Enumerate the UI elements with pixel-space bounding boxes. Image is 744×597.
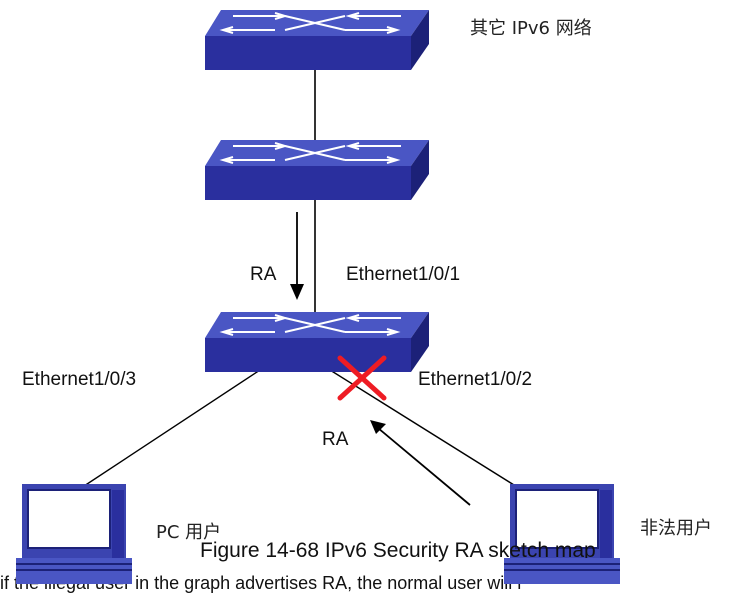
illegal-user-label: 非法用户 xyxy=(640,518,712,539)
port-left-label: Ethernet1/0/3 xyxy=(22,369,136,390)
ra-upper-label: RA xyxy=(250,264,277,285)
other-network-label: 其它 IPv6 网络 xyxy=(470,18,592,39)
figure-caption: Figure 14-68 IPv6 Security RA sketch map xyxy=(200,539,596,562)
ra-rogue-arrow-icon xyxy=(370,420,471,506)
port-right-label: Ethernet1/0/2 xyxy=(418,369,532,390)
pc-user-keyboard-overlay xyxy=(16,558,132,584)
link-access-switch-to-illegal-user xyxy=(329,369,531,496)
ra-downward-arrow-icon xyxy=(290,212,304,300)
illegal-user-keyboard-overlay xyxy=(504,558,620,584)
port-uplink-label: Ethernet1/0/1 xyxy=(346,264,460,285)
ra-lower-label: RA xyxy=(322,429,349,450)
switch-upper-icon xyxy=(205,140,429,200)
blocked-port-x-icon xyxy=(337,355,387,401)
link-access-switch-to-pc-user xyxy=(77,369,261,491)
switch-core-icon xyxy=(205,10,429,70)
pc-user-label: PC 用户 xyxy=(156,522,221,543)
switch-access-icon xyxy=(205,312,429,372)
